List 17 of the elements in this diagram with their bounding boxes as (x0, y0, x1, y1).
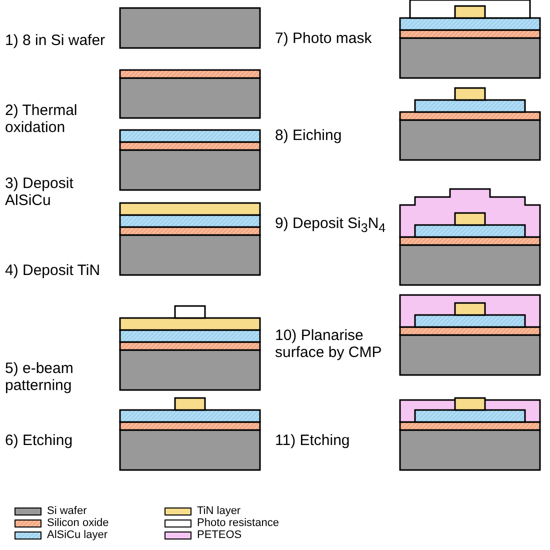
step-label: 10) Planarise surface by CMP (275, 327, 383, 361)
step-label: 9) Deposit Si$_{3}$N$_{4}$ (275, 215, 387, 237)
step-label: 3) Deposit AlSiCu (5, 175, 74, 209)
legend-label: Si wafer (47, 505, 87, 517)
legend-label: PETEOS (197, 529, 242, 541)
step-label: 5) e-beam patterning (5, 360, 74, 394)
step-label: 6) Etching (5, 432, 74, 449)
legend-label: AlSiCu layer (47, 529, 108, 541)
step-label: 8) Eiching (275, 127, 343, 144)
step-label: 1) 8 in Si wafer (5, 32, 106, 49)
step-label: 2) Thermal oxidation (5, 102, 78, 136)
step-label: 4) Deposit TiN (5, 262, 102, 279)
legend-label: Silicon oxide (47, 517, 109, 529)
step-label: 7) Photo mask (275, 30, 373, 47)
step-label: 11) Etching (275, 432, 351, 449)
legend-label: TiN layer (197, 505, 241, 517)
legend-label: Photo resistance (197, 517, 279, 529)
